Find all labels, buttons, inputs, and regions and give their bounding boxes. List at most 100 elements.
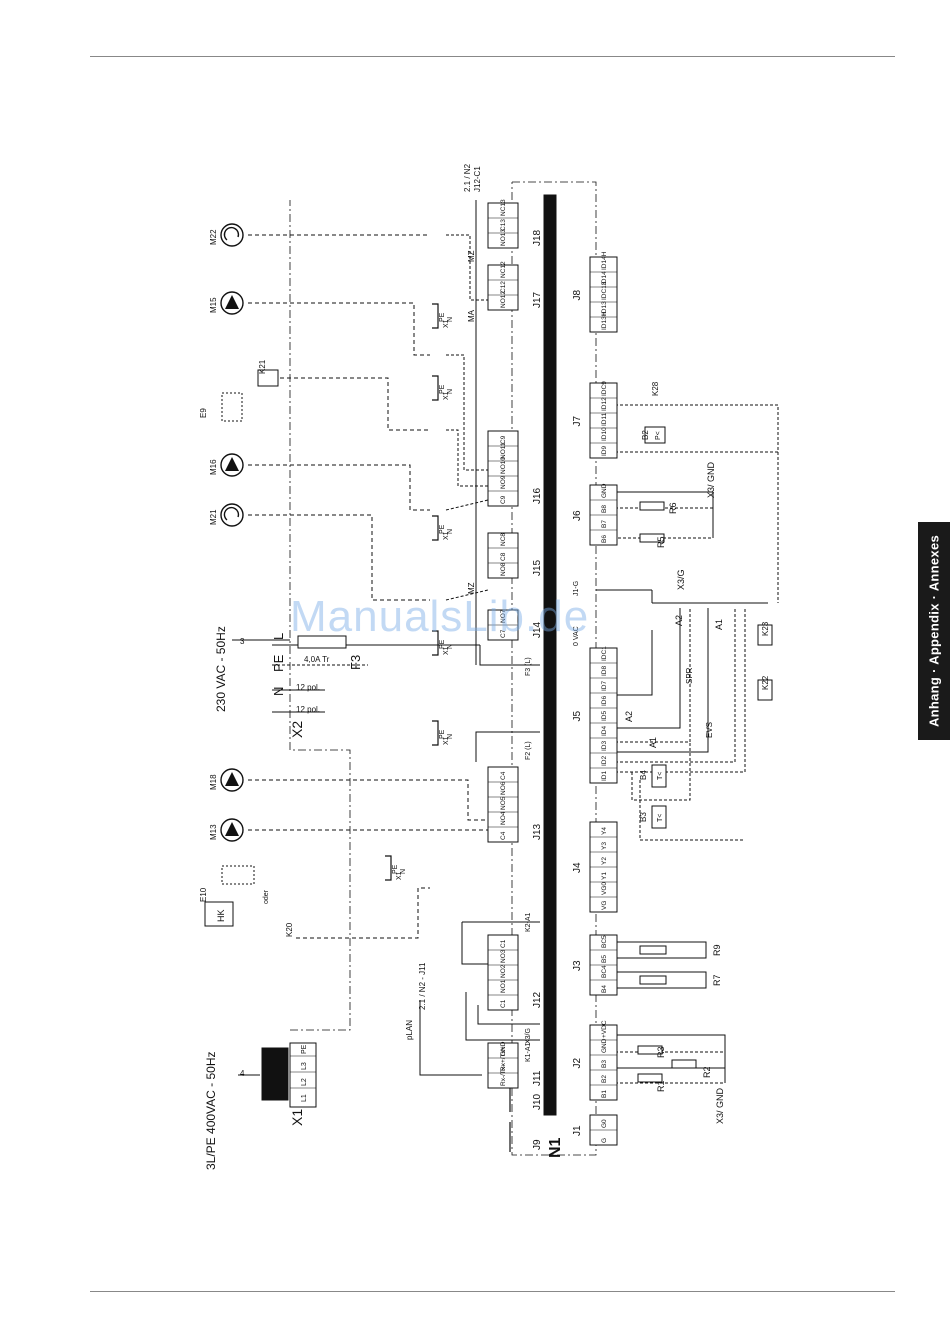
pin-j6-3: GND: [601, 483, 608, 498]
pin-j14-1: NO7: [500, 609, 507, 623]
board-border: [511, 181, 597, 1156]
pin-j7-2: ID11: [601, 412, 608, 426]
a2-wire: [615, 608, 681, 729]
connector-j3-label: J3: [572, 960, 583, 971]
x1-bracket-1: [432, 630, 439, 656]
k22-wire: [615, 608, 736, 763]
m21-mixer-icon: [223, 506, 240, 521]
m16-pump-icon: [225, 457, 239, 471]
x2-label: X2: [289, 721, 305, 738]
connector-j6-label: J6: [572, 510, 583, 521]
k22-label: K22: [761, 675, 770, 690]
k23-wire: [615, 608, 746, 773]
pin-j1-1: G0: [601, 1119, 608, 1128]
pin-j4-1: VG0: [601, 882, 608, 895]
pin-j5-5: ID6: [601, 696, 608, 707]
pin-j11-0: Rx-/Tx-: [500, 1065, 507, 1086]
r3-resistor: [637, 1045, 663, 1055]
k21-wire: [280, 377, 430, 431]
pin-j2-3: GND: [601, 1038, 608, 1053]
connector-j4-label: J4: [572, 862, 583, 873]
k21-label: K21: [258, 359, 267, 374]
plan-link: [419, 1000, 482, 1076]
pin-j5-4: ID5: [601, 711, 608, 722]
pin-j4-4: Y3: [601, 842, 608, 850]
pin-j16-3: NO11: [500, 442, 507, 459]
pin-j5-7: ID8: [601, 666, 608, 677]
fuse-f3-body: [297, 635, 347, 649]
rail-label-3: X3/G: [525, 1028, 532, 1044]
pin-j17-0: NO12: [500, 291, 507, 308]
x1-block-4-pe: PE: [439, 312, 446, 322]
x1-terminal-block: [289, 1042, 317, 1108]
pin-j17-2: NC12: [500, 261, 507, 278]
r6-label: R6: [668, 502, 678, 514]
x1-terminal-l1: L1: [301, 1094, 308, 1102]
pin-j17-1: C12: [500, 281, 507, 293]
supply-three-phase-label: 3L/PE 400VAC - 50Hz: [204, 1051, 218, 1170]
connector-j11-label: J11: [532, 1070, 543, 1086]
b3-label: B3: [639, 812, 648, 822]
m13-pump-icon: [225, 822, 239, 836]
r6-resistor: [639, 501, 665, 511]
x1-block-0-n: N: [447, 734, 454, 739]
pe-line: [289, 200, 351, 1031]
n-label: N: [271, 687, 286, 696]
pin-j15-0: NO8: [500, 562, 507, 576]
x1-label: X1: [289, 1109, 305, 1126]
connector-j12-body: [487, 934, 519, 1011]
controller-label: N1: [547, 1137, 564, 1158]
r7-loop: [615, 971, 707, 989]
pin-j13-4: C4: [500, 771, 507, 780]
mz-label-b: MZ: [467, 250, 476, 262]
f3-feed: [479, 645, 540, 666]
main-rail: [543, 194, 557, 1116]
pin-j5-0: ID1: [601, 771, 608, 782]
rail-label-1: F2 (L): [525, 741, 532, 760]
connector-j14-label: J14: [532, 621, 543, 638]
pin-j11-1: Rx+/Tx+: [500, 1046, 507, 1071]
e10-hk-box: [204, 901, 234, 927]
pin-j18-1: C13: [500, 219, 507, 231]
rail-label-0: F3 (L): [525, 657, 532, 676]
evs-wire: [615, 608, 709, 753]
b4-wire: [631, 742, 691, 801]
pin-j8-2: IDC13: [601, 281, 608, 300]
pin-j5-2: ID3: [601, 741, 608, 752]
k22-coil: [757, 679, 773, 701]
pin-j12-1: NO1: [500, 979, 507, 993]
pin-j18-0: NO13: [500, 229, 507, 246]
x3-g-label: X3/G: [676, 569, 686, 590]
hk-label: HK: [216, 909, 226, 922]
section-tab: Anhang · Appendix · Annexes: [918, 522, 950, 740]
header-rule: [90, 56, 895, 57]
connector-j2-body: [589, 1024, 618, 1101]
connector-j15-body: [487, 532, 519, 579]
oder-label: oder: [263, 889, 270, 904]
k28-label: K28: [651, 381, 660, 396]
r1-label: R1: [656, 1080, 666, 1092]
pin-j3-2: B5: [601, 955, 608, 963]
m15-pump-icon: [225, 295, 239, 309]
x1-block-5-n: N: [400, 869, 407, 874]
pin-j5-6: ID7: [601, 681, 608, 692]
pin-j5-3: ID4: [601, 726, 608, 737]
connector-j5-label: J5: [572, 711, 583, 722]
m18-pump-icon: [225, 772, 239, 786]
x1-block-5-pe: PE: [392, 864, 399, 874]
connector-j16-body: [487, 430, 519, 507]
connector-j18-label: J18: [532, 229, 543, 246]
connector-j7-label: J7: [572, 416, 583, 427]
connector-j16-label: J16: [532, 487, 543, 504]
x1-bracket-5: [385, 855, 392, 881]
evs-label: EVS: [705, 722, 714, 738]
pin-j2-1: B2: [601, 1075, 608, 1083]
connector-j8-label: J8: [572, 290, 583, 301]
e10-label: E10: [199, 887, 208, 902]
x1-block-4-n: N: [447, 317, 454, 322]
connector-j1-label: J1: [572, 1125, 583, 1136]
pin-j16-0: C9: [500, 495, 507, 504]
pin-j8-0: ID13H: [601, 311, 608, 330]
x1-block-4-x1: X1: [443, 319, 450, 328]
